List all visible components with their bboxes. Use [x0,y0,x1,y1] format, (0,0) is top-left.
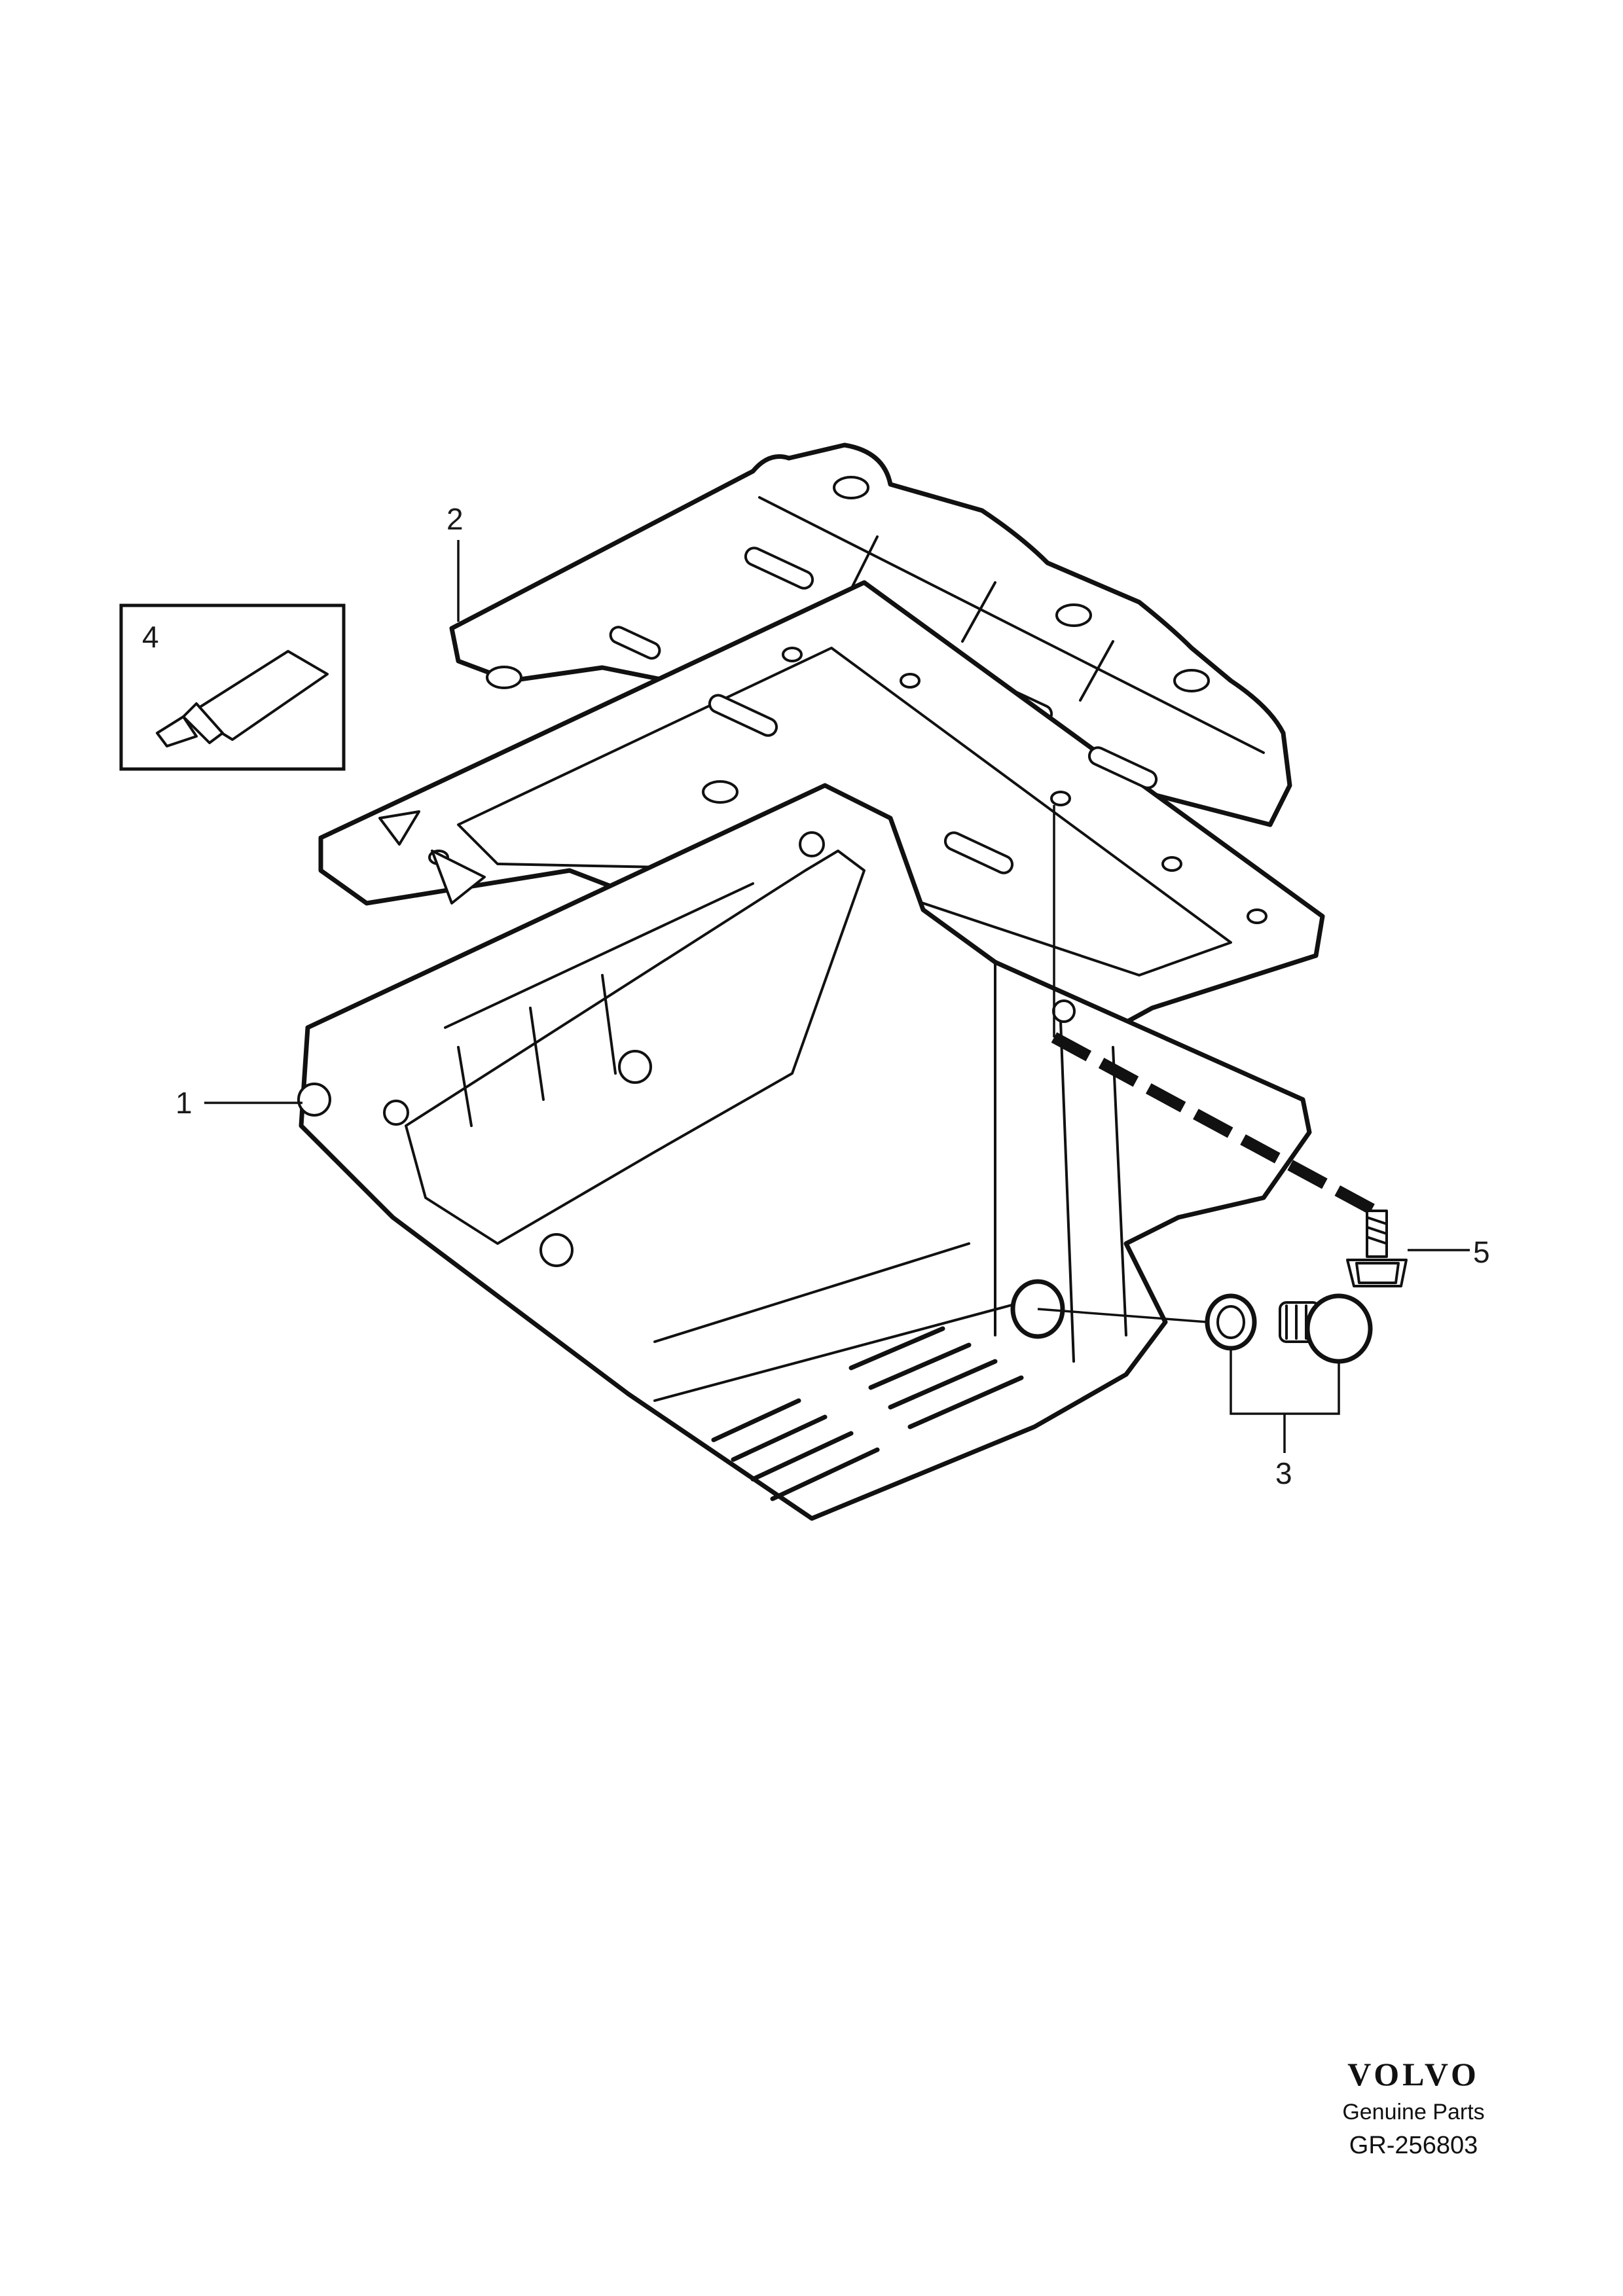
diagram-code: GR-256803 [1349,2132,1478,2159]
callout-1[interactable]: 1 [175,1086,192,1120]
oil-pan-ribs [711,1326,1024,1501]
callout-5[interactable]: 5 [1473,1235,1490,1269]
drain-plug-and-seal-icon [1205,1293,1373,1364]
sealant-tube-icon [156,650,329,747]
sealant-tube-inset [119,603,346,771]
callout-3[interactable]: 3 [1275,1456,1292,1490]
callout-4[interactable]: 4 [142,620,159,654]
flange-bolt-icon [1346,1210,1408,1287]
volvo-logo: VOLVO [1347,2056,1480,2092]
brand-subtitle: Genuine Parts [1342,2100,1485,2125]
oil-pan-icon [297,783,1378,1521]
leader-lines [204,540,1470,1453]
callout-2[interactable]: 2 [447,502,464,536]
brand-block: VOLVO Genuine Parts GR-256803 [1296,2055,1531,2160]
